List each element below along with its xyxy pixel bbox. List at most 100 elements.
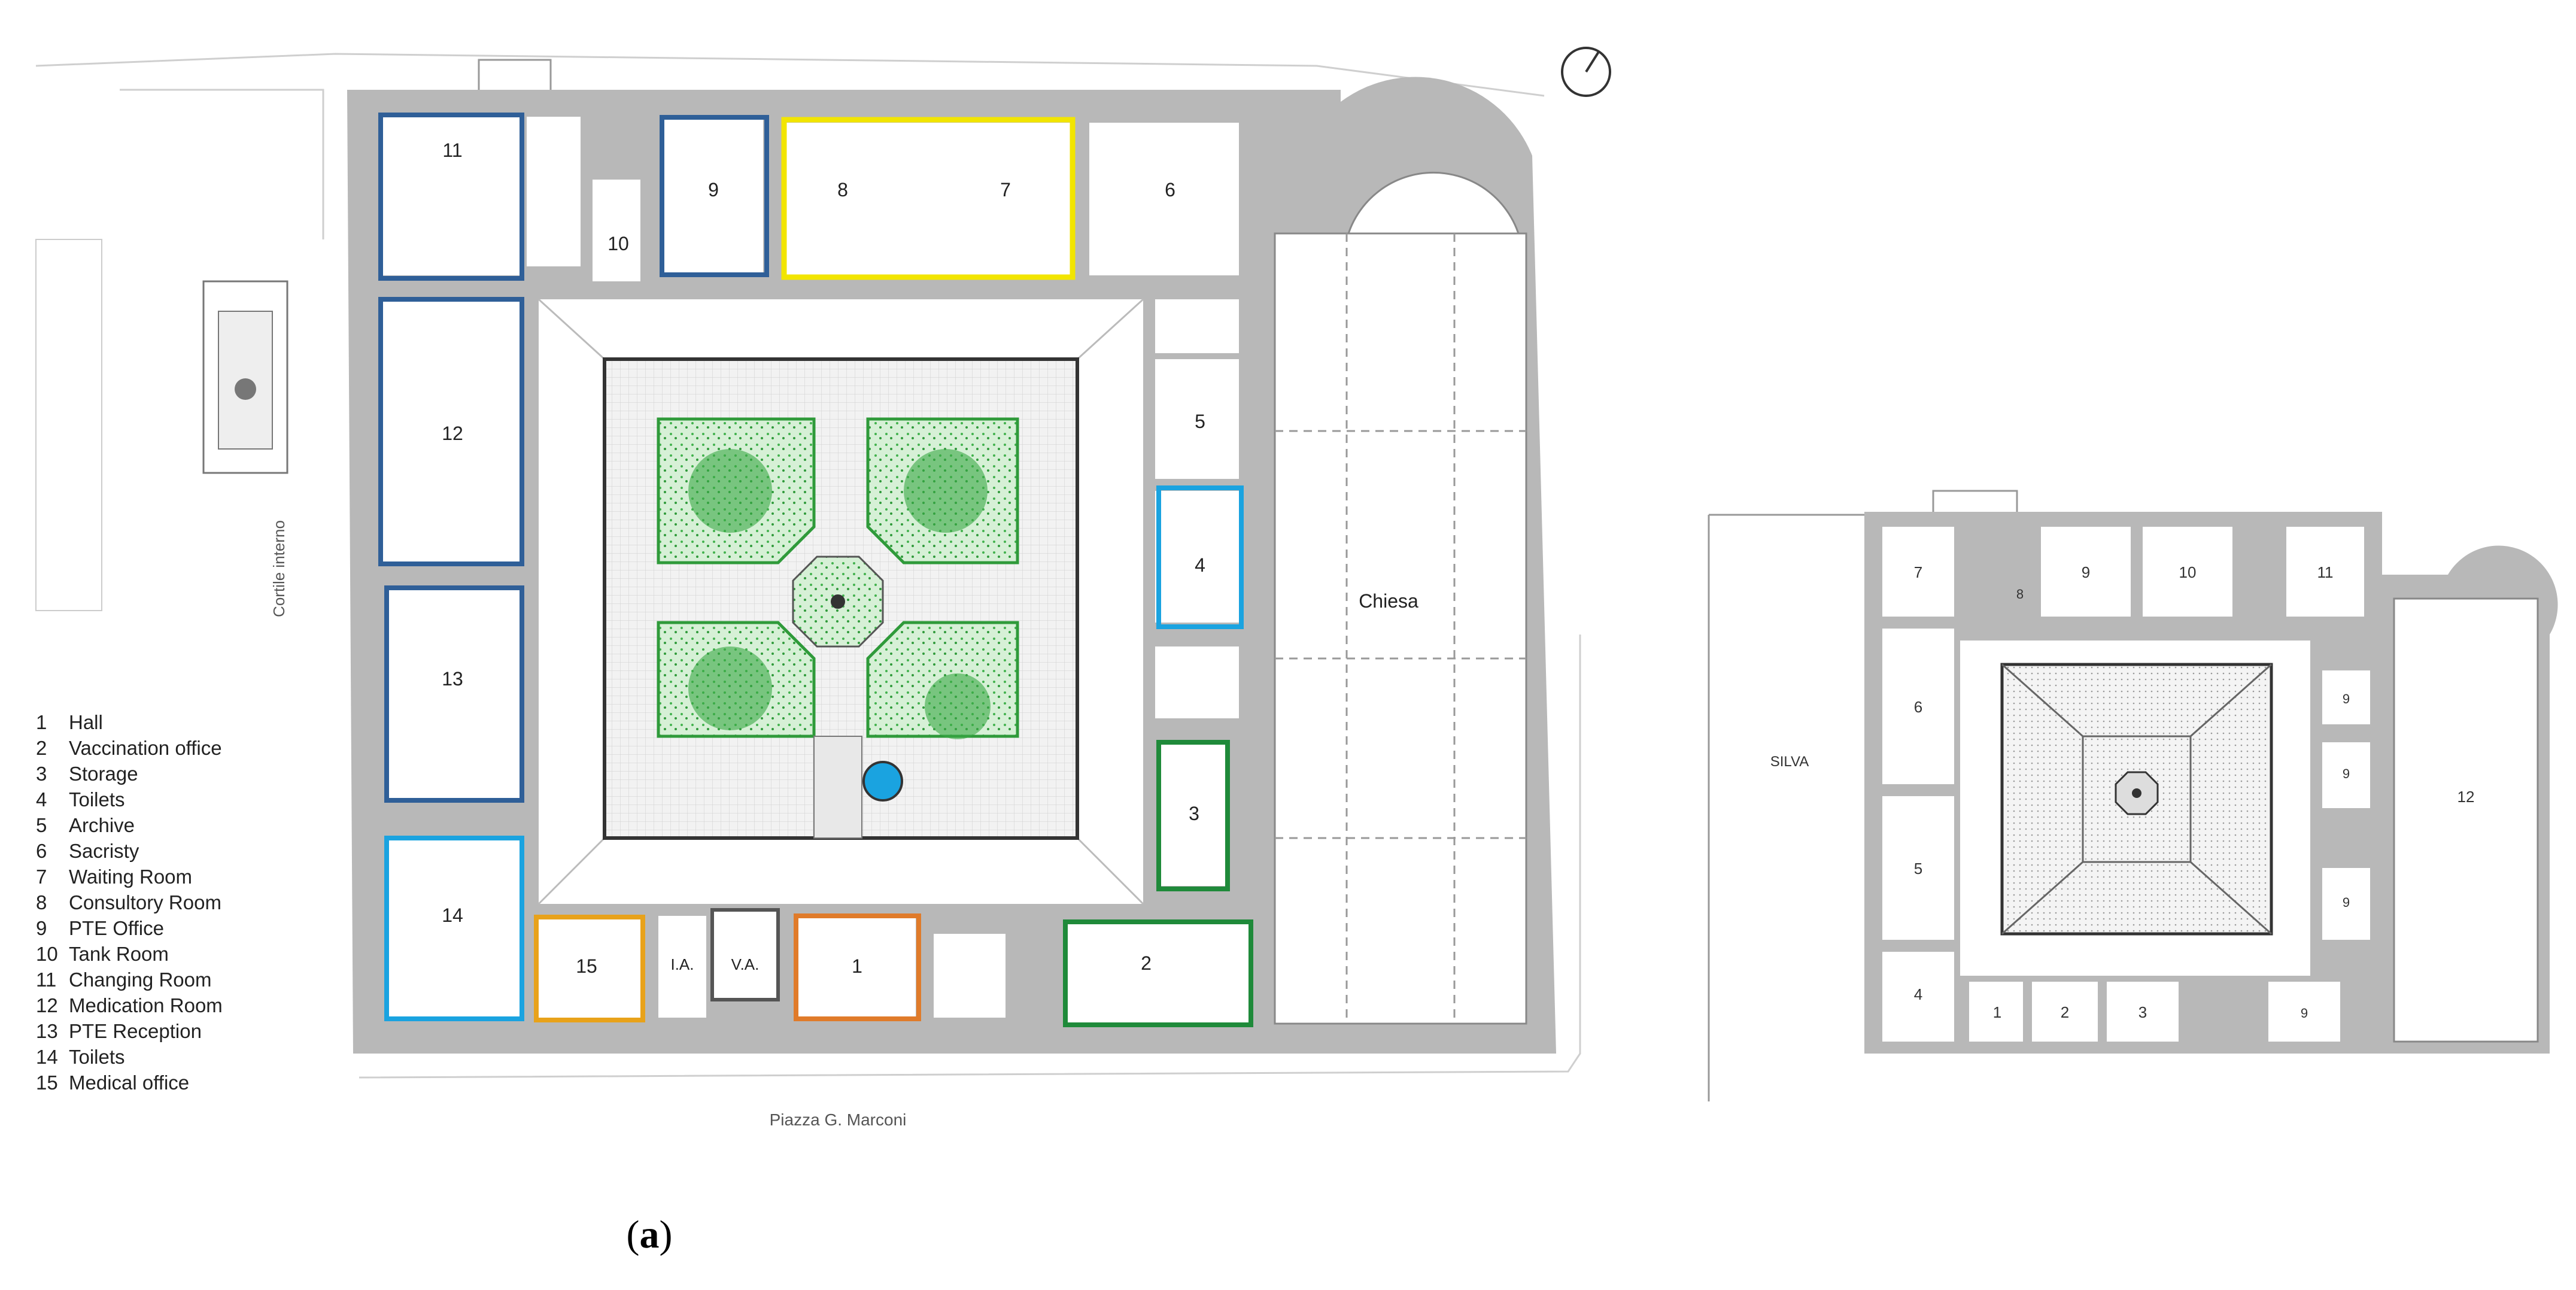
legend-item: 6 Sacristy — [36, 838, 311, 864]
plan-b-room-9c: 9 — [2343, 766, 2350, 781]
legend-number: 11 — [36, 968, 57, 991]
room-3-outline — [1156, 740, 1230, 891]
legend-label: Waiting Room — [69, 865, 193, 888]
legend-label: Toilets — [69, 1045, 125, 1068]
room-number-11: 11 — [442, 139, 462, 161]
north-arrow-icon — [1561, 47, 1611, 97]
room-11-outline — [378, 113, 524, 281]
legend-item: 10 Tank Room — [36, 941, 311, 967]
plan-b-room-4: 4 — [1914, 985, 1922, 1003]
legend-label: Medical office — [69, 1071, 190, 1094]
room-number-14: 14 — [442, 904, 463, 926]
label-ia: I.A. — [670, 955, 694, 973]
legend-label: Medication Room — [69, 994, 223, 1016]
plan-b-room-11: 11 — [2317, 563, 2334, 581]
room-9-outline — [660, 115, 769, 277]
plan-b-room-1: 1 — [1993, 1003, 2001, 1021]
legend-number: 15 — [36, 1071, 58, 1094]
room-4-outline — [1156, 485, 1244, 629]
courtyard-label: Cortile interno — [270, 520, 288, 617]
room-number-9: 9 — [708, 179, 719, 201]
legend-number: 1 — [36, 711, 47, 733]
room-number-15: 15 — [576, 955, 597, 977]
legend-number: 10 — [36, 942, 58, 965]
room-12-outline — [378, 297, 524, 566]
room-13-outline — [384, 585, 524, 803]
legend-label: Archive — [69, 814, 135, 836]
plan-b-room-9: 9 — [2082, 563, 2090, 581]
plan-b-area-label: SILVA — [1770, 754, 1809, 770]
car-icon — [202, 280, 288, 474]
plan-b-room-12: 12 — [2457, 788, 2475, 806]
plan-b-room-9e: 9 — [2301, 1006, 2308, 1021]
plan-b-room-8: 8 — [2016, 587, 2024, 602]
plan-b-room-9d: 9 — [2343, 895, 2350, 910]
legend-number: 7 — [36, 865, 47, 888]
legend-item: 4 Toilets — [36, 787, 311, 812]
legend-item: 9 PTE Office — [36, 915, 311, 941]
plan-b-room-2: 2 — [2061, 1003, 2069, 1021]
legend-item: 12 Medication Room — [36, 992, 311, 1018]
room-number-8: 8 — [837, 179, 848, 201]
church-label: Chiesa — [1359, 590, 1418, 612]
legend-label: Hall — [69, 711, 103, 733]
label-va: V.A. — [731, 955, 760, 973]
room-number-5: 5 — [1195, 411, 1205, 432]
street-label: Piazza G. Marconi — [770, 1110, 907, 1129]
stairs-entry — [478, 59, 552, 94]
well-icon — [862, 761, 903, 802]
figure-caption: (a) — [626, 1213, 673, 1256]
room-2-outline — [1063, 919, 1253, 1027]
room-14-outline — [384, 836, 524, 1021]
legend-item: 5 Archive — [36, 812, 311, 838]
legend-number: 5 — [36, 814, 47, 836]
legend-number: 12 — [36, 994, 58, 1016]
legend-item: 7 Waiting Room — [36, 864, 311, 890]
room-number-3: 3 — [1189, 803, 1199, 824]
room-number-1: 1 — [852, 955, 862, 977]
plan-b-room-3: 3 — [2138, 1003, 2147, 1021]
plan-b: SILVA 1 2 3 4 5 6 7 8 9 10 11 12 9 9 9 9 — [1708, 490, 2558, 1101]
legend-item: 2 Vaccination office — [36, 735, 311, 761]
legend-number: 14 — [36, 1045, 58, 1068]
room-number-2: 2 — [1141, 952, 1152, 974]
legend-label: PTE Office — [69, 916, 164, 939]
room-15-outline — [534, 915, 645, 1022]
plan-b-room-10: 10 — [2179, 563, 2197, 581]
legend-item: 8 Consultory Room — [36, 890, 311, 915]
legend-label: Tank Room — [69, 942, 169, 965]
legend-number: 2 — [36, 736, 47, 759]
legend-label: PTE Reception — [69, 1019, 202, 1042]
legend-item: 14 Toilets — [36, 1044, 311, 1070]
rooms-7-8-outline — [781, 117, 1076, 280]
room-number-6: 6 — [1165, 179, 1175, 201]
legend-number: 8 — [36, 891, 47, 913]
street-edge — [359, 635, 1581, 1079]
room-number-12: 12 — [442, 423, 463, 444]
plan-a: 1 2 3 4 5 6 7 8 9 10 11 12 13 14 15 I.A.… — [35, 47, 1611, 1129]
legend-number: 4 — [36, 788, 47, 811]
legend-number: 6 — [36, 839, 47, 862]
legend-label: Vaccination office — [69, 736, 222, 759]
plan-b-room-9b: 9 — [2343, 691, 2350, 706]
legend-number: 3 — [36, 762, 47, 785]
legend-number: 9 — [36, 916, 47, 939]
legend-label: Sacristy — [69, 839, 139, 862]
plan-b-room-6: 6 — [1914, 698, 1922, 716]
legend-label: Toilets — [69, 788, 125, 811]
legend-item: 11 Changing Room — [36, 967, 311, 992]
room-number-7: 7 — [1000, 179, 1011, 201]
legend-label: Consultory Room — [69, 891, 221, 913]
legend-label: Changing Room — [69, 968, 212, 991]
legend-item: 1 Hall — [36, 709, 311, 735]
room-1-outline — [794, 913, 921, 1021]
plan-b-room-7: 7 — [1914, 563, 1922, 581]
room-number-13: 13 — [442, 668, 463, 690]
room-number-10: 10 — [607, 233, 629, 254]
caption-letter: a — [639, 1213, 660, 1256]
plan-b-room-5: 5 — [1914, 860, 1922, 878]
